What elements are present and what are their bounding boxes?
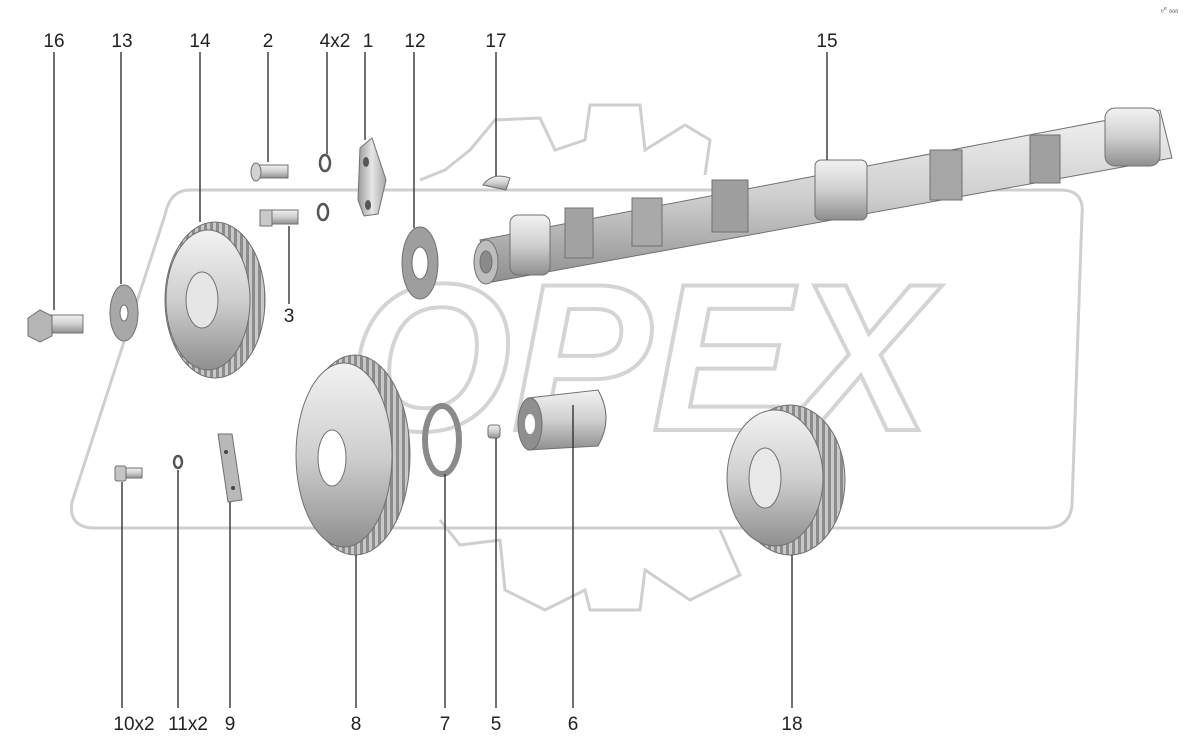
bolt-3 (259, 209, 299, 227)
leader-lines (53, 52, 828, 708)
callout-4: 4x2 (320, 31, 351, 52)
bushing-6 (517, 389, 607, 451)
callout-2: 2 (263, 31, 274, 52)
bolt-2 (250, 162, 289, 182)
corner-mark: ₑᵉ ₐₐₐ (1161, 5, 1179, 14)
key-17 (482, 175, 511, 191)
watermark-text: OPEX (348, 240, 942, 475)
callout-18: 18 (781, 714, 802, 735)
gear-14 (164, 221, 266, 379)
callout-3: 3 (284, 306, 295, 327)
washer-13 (109, 284, 139, 342)
callout-7: 7 (440, 714, 451, 735)
callout-8: 8 (351, 714, 362, 735)
callout-9: 9 (225, 714, 236, 735)
bolt-10 (114, 465, 143, 482)
lock-plate-1 (357, 137, 387, 217)
gear-8 (295, 354, 411, 556)
callout-13: 13 (111, 31, 132, 52)
callout-11: 11x2 (168, 714, 208, 735)
callout-5: 5 (491, 714, 502, 735)
callout-6: 6 (568, 714, 579, 735)
plate-9 (217, 433, 243, 503)
lock-washers-4 (316, 153, 332, 222)
pin-5 (487, 424, 501, 439)
callout-16: 16 (43, 31, 64, 52)
watermark-logo: OPEX (69, 103, 1084, 612)
callout-10: 10x2 (113, 714, 154, 735)
bolt-16 (27, 309, 84, 343)
callout-12: 12 (404, 31, 425, 52)
callout-1: 1 (363, 31, 374, 52)
camshaft (473, 107, 1173, 285)
thrust-washer-12 (401, 226, 439, 300)
callout-14: 14 (189, 31, 211, 52)
gear-18 (726, 404, 846, 556)
seal-ring-7 (422, 403, 462, 477)
callout-15: 15 (816, 31, 837, 52)
washer-11 (172, 454, 184, 470)
callout-17: 17 (485, 31, 506, 52)
callout-labels: 16 13 14 2 4x2 1 12 17 15 3 10x2 11x2 9 … (43, 31, 837, 735)
